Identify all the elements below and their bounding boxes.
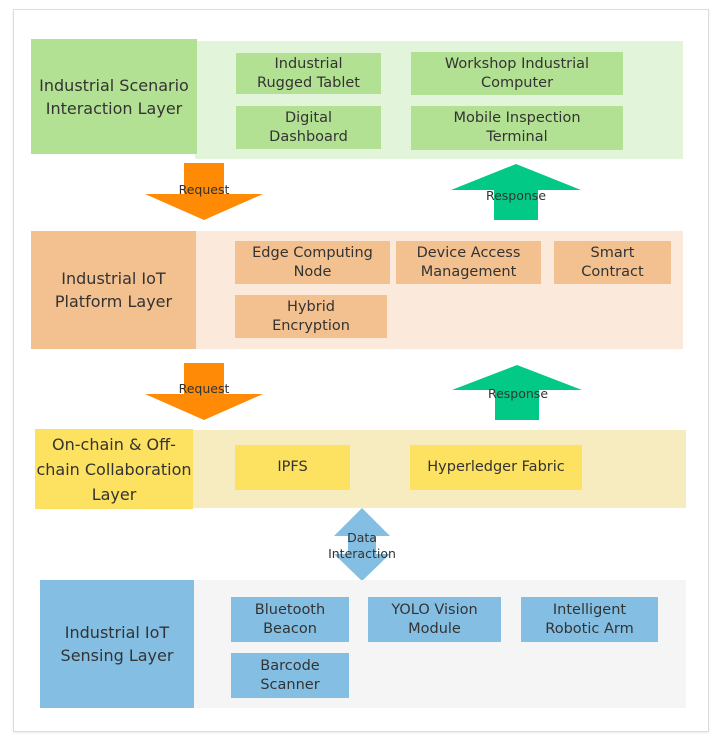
scenario-item-mobile-terminal: Mobile Inspection Terminal	[411, 106, 623, 150]
sensing-item-yolo-vision: YOLO Vision Module	[368, 597, 501, 642]
request-label-2: Request	[178, 381, 230, 396]
request-label-1: Request	[178, 182, 230, 197]
collab-item-hyperledger-fabric: Hyperledger Fabric	[410, 445, 582, 490]
scenario-item-digital-dashboard: Digital Dashboard	[236, 106, 381, 149]
scenario-item-workshop-computer: Workshop Industrial Computer	[411, 52, 623, 95]
sensing-item-barcode-scanner: Barcode Scanner	[231, 653, 349, 698]
scenario-item-rugged-tablet: Industrial Rugged Tablet	[236, 53, 381, 94]
response-label-1: Response	[485, 188, 547, 203]
collab-item-ipfs: IPFS	[235, 445, 350, 490]
platform-item-hybrid-encryption: Hybrid Encryption	[235, 295, 387, 338]
sensing-layer-label: Industrial IoT Sensing Layer	[40, 580, 194, 708]
platform-item-smart-contract: Smart Contract	[554, 241, 671, 284]
sensing-item-bluetooth-beacon: Bluetooth Beacon	[231, 597, 349, 642]
diagram-frame	[13, 9, 709, 732]
data-interaction-label: Data Interaction	[328, 530, 396, 561]
request-arrow-down-1	[145, 163, 263, 220]
sensing-item-robotic-arm: Intelligent Robotic Arm	[521, 597, 658, 642]
platform-layer-label: Industrial IoT Platform Layer	[31, 231, 196, 349]
response-label-2: Response	[487, 386, 549, 401]
response-arrow-up-2	[452, 365, 582, 420]
request-arrow-down-2	[145, 363, 263, 420]
data-interaction-arrow	[334, 508, 390, 581]
scenario-layer-label: Industrial Scenario Interaction Layer	[31, 39, 197, 154]
platform-item-edge-computing: Edge Computing Node	[235, 241, 390, 284]
response-arrow-up-1	[451, 164, 581, 220]
platform-item-device-access: Device Access Management	[396, 241, 541, 284]
collab-layer-label: On-chain & Off- chain Collaboration Laye…	[35, 429, 193, 509]
